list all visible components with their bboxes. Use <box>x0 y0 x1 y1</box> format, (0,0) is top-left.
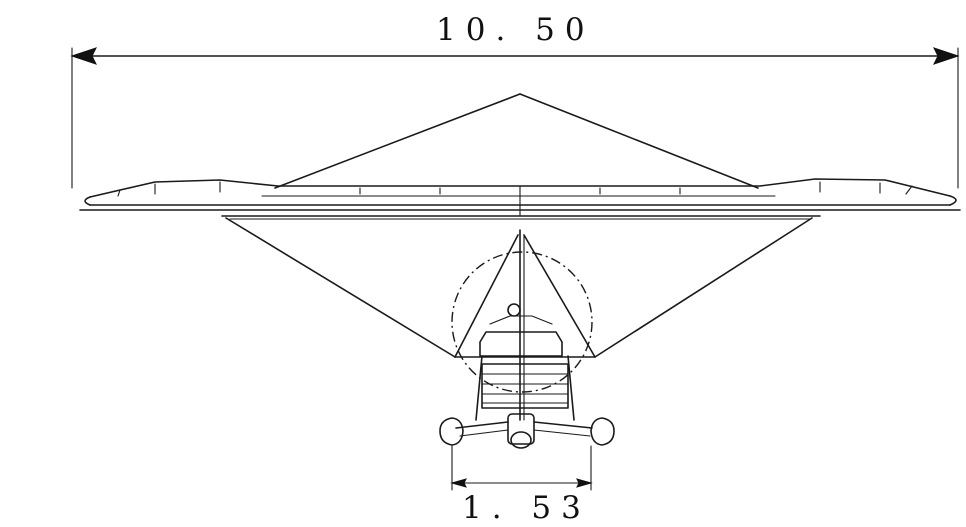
track-arrow-left-icon <box>450 478 467 488</box>
wheel-left-icon <box>439 417 464 446</box>
carriage-tube-right <box>567 355 575 421</box>
seat-frame <box>481 363 569 409</box>
span-dimension-label: 10. 50 <box>436 12 595 48</box>
wing-tip-right <box>949 195 957 206</box>
landing-gear <box>439 417 615 446</box>
axle-strut-right <box>533 429 591 437</box>
wheel-right-icon <box>590 417 615 446</box>
a-frame-right <box>523 234 596 358</box>
track-dimension: 1. 53 <box>450 445 593 526</box>
a-frame-left <box>454 234 519 358</box>
upper-wire-right <box>519 93 759 189</box>
lower-rigging <box>225 217 813 421</box>
lower-wire-left <box>225 217 456 358</box>
track-dimension-label: 1. 53 <box>462 490 591 526</box>
trike-carriage <box>475 303 575 449</box>
track-arrow-right-icon <box>576 478 593 488</box>
carriage-tube-left <box>475 355 483 421</box>
upper-wire-left <box>274 93 521 189</box>
axle-left <box>455 421 509 429</box>
span-arrow-right-icon <box>933 47 960 65</box>
nose-housing <box>507 413 535 445</box>
wing-tip-left <box>84 196 91 206</box>
axle-strut-left <box>459 429 509 437</box>
span-dimension: 10. 50 <box>70 12 960 189</box>
propeller-disc <box>451 251 593 393</box>
upper-rigging <box>274 93 759 189</box>
nose-wheel-icon <box>510 431 532 449</box>
span-arrow-left-icon <box>70 47 97 65</box>
engine-top <box>489 315 553 325</box>
engine-cap-icon <box>507 303 521 317</box>
wing <box>79 178 961 220</box>
axle-right <box>533 421 593 429</box>
batten-tick <box>905 185 913 195</box>
batten-tick <box>117 189 121 197</box>
engine-body <box>479 331 563 357</box>
lower-wire-right <box>594 217 813 358</box>
propeller-arc-icon <box>451 251 593 393</box>
